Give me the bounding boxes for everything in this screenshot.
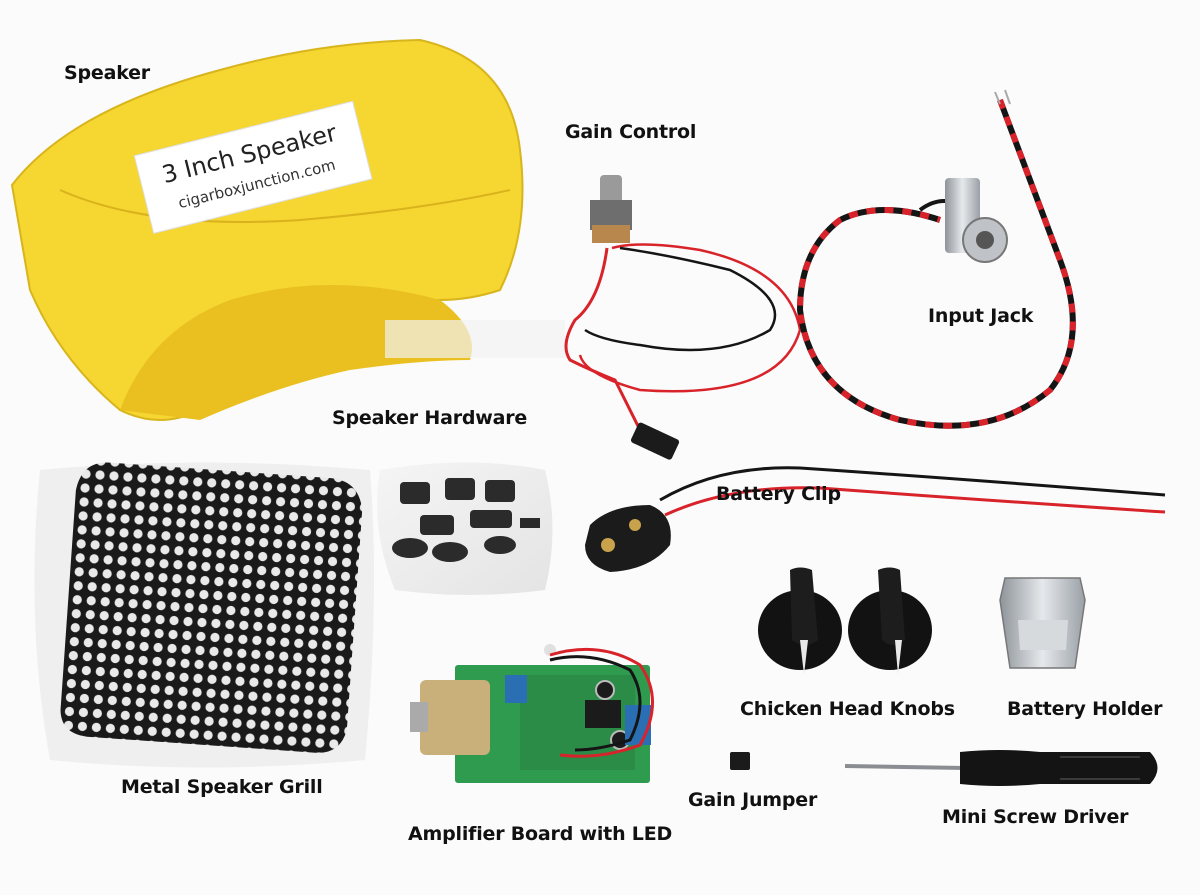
label-metal-speaker-grill: Metal Speaker Grill <box>121 776 323 798</box>
label-gain-control: Gain Control <box>565 121 697 143</box>
speaker-envelope <box>10 38 524 421</box>
label-mini-screw-driver: Mini Screw Driver <box>942 806 1129 828</box>
label-battery-holder: Battery Holder <box>1007 698 1163 720</box>
mini-screw-driver <box>844 750 1158 786</box>
amplifier-board <box>410 644 654 783</box>
label-input-jack: Input Jack <box>928 305 1034 327</box>
gain-control-pot <box>564 175 802 460</box>
label-amplifier-board: Amplifier Board with LED <box>408 823 673 845</box>
chicken-head-knobs <box>758 567 932 675</box>
input-jack <box>796 89 1076 429</box>
label-speaker-hardware: Speaker Hardware <box>332 407 528 429</box>
battery-holder <box>999 577 1086 669</box>
label-speaker: Speaker <box>64 62 150 84</box>
label-chicken-head-knobs: Chicken Head Knobs <box>740 698 955 720</box>
speaker-hardware <box>377 462 553 595</box>
gain-jumper-part <box>730 752 750 770</box>
battery-clip <box>585 466 1166 572</box>
clear-tube <box>385 320 565 358</box>
metal-speaker-grill <box>34 462 374 768</box>
label-gain-jumper: Gain Jumper <box>688 789 818 811</box>
label-battery-clip: Battery Clip <box>716 483 841 505</box>
